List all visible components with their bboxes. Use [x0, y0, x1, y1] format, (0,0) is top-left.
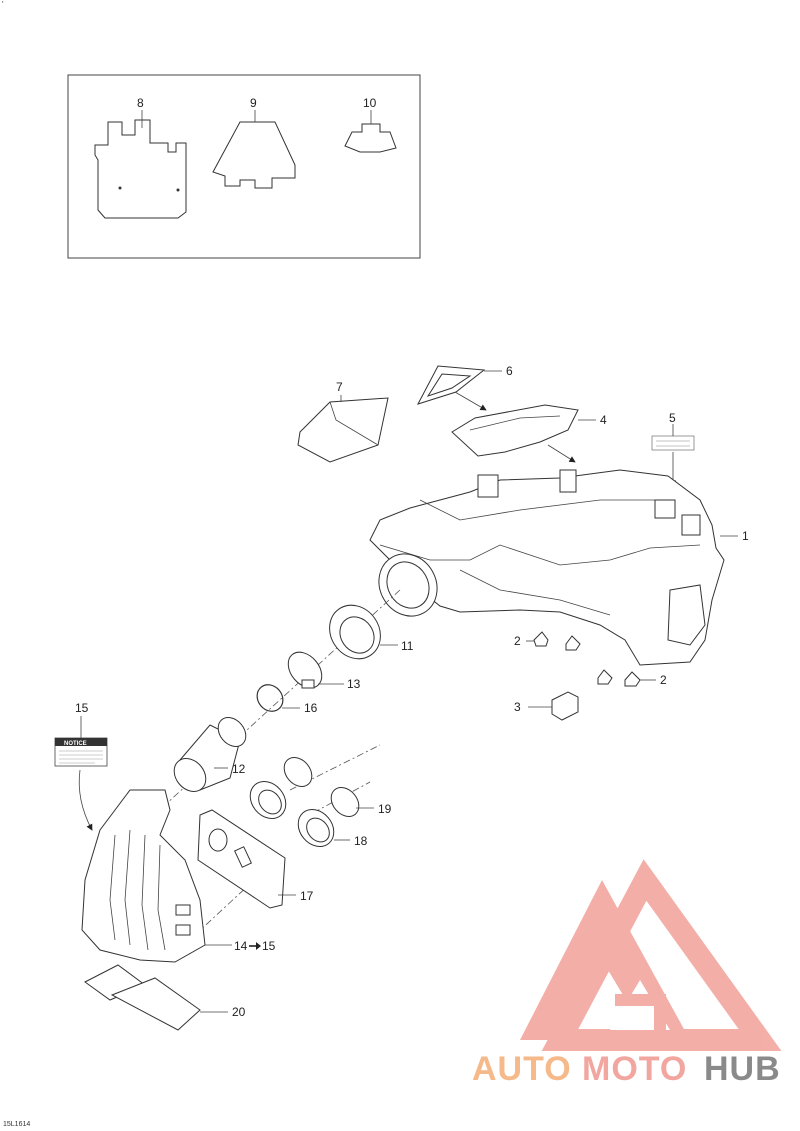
callout-9: 9 — [250, 96, 257, 110]
part-2-clip-b-shape — [565, 635, 581, 651]
callout-11: 11 — [401, 639, 414, 653]
watermark-text: AUTO MOTO HUB — [472, 1050, 781, 1088]
part-19-clamp-shape — [283, 757, 374, 817]
part-2-clip-d-shape — [624, 671, 656, 687]
callout-17: 17 — [300, 889, 314, 903]
callout-12: 12 — [232, 762, 246, 776]
callout-15: 15 — [75, 701, 89, 715]
part-20-mat-shape — [84, 964, 228, 1031]
part-2-clip-c-shape — [597, 669, 613, 685]
callout-7: 7 — [336, 380, 343, 394]
watermark-text-hub: HUB — [704, 1050, 781, 1088]
notice-heading: NOTICE — [64, 741, 87, 747]
reference-code: 15L1614 — [3, 1121, 31, 1128]
part-12-tube-shape — [173, 717, 247, 792]
callout-8: 8 — [137, 96, 144, 110]
part-18b-ring-shape — [249, 781, 287, 819]
callout-19: 19 — [378, 802, 392, 816]
part-7-shape — [297, 395, 389, 463]
callout-20: 20 — [232, 1005, 246, 1019]
inset-panel: 8 9 10 — [67, 74, 421, 259]
callout-5: 5 — [669, 411, 676, 425]
part-16-oring-shape — [256, 684, 300, 712]
inset-border — [67, 74, 421, 259]
callout-3: 3 — [514, 700, 521, 714]
callout-6: 6 — [506, 364, 513, 378]
part-3-shape — [528, 691, 579, 721]
callout-18: 18 — [354, 834, 368, 848]
callout-2a: 2 — [514, 634, 521, 648]
watermark-text-auto: AUTO — [472, 1050, 572, 1088]
part-8-shape — [94, 110, 187, 219]
arrow-right-icon — [249, 942, 261, 950]
callout-10: 10 — [363, 96, 377, 110]
part-14-shell-shape — [81, 789, 232, 963]
part-2-clip-a-shape — [526, 631, 549, 647]
part-15-notice-label: NOTICE — [54, 716, 108, 831]
callout-13: 13 — [347, 677, 361, 691]
part-13-clamp-shape — [287, 651, 344, 689]
part-10-shape — [344, 110, 397, 153]
callout-2b: 2 — [660, 673, 667, 687]
watermark-logo-icon — [520, 859, 782, 1051]
callout-1: 1 — [742, 529, 749, 543]
corner-mark: ' — [2, 0, 4, 9]
part-17-plate-shape — [197, 809, 296, 909]
part-9-shape — [212, 110, 296, 189]
part-18-ring-shape — [297, 809, 350, 847]
watermark-text-moto: MOTO — [582, 1050, 687, 1088]
part-1-airbox-shape — [369, 469, 738, 666]
callout-16: 16 — [304, 701, 318, 715]
callout-14-ref: 15 — [262, 939, 276, 953]
part-6-shape — [416, 365, 502, 405]
part-11-ring-shape — [329, 604, 398, 660]
part-4-shape — [451, 404, 596, 457]
callout-14: 14 — [234, 939, 248, 953]
callout-4: 4 — [600, 413, 607, 427]
